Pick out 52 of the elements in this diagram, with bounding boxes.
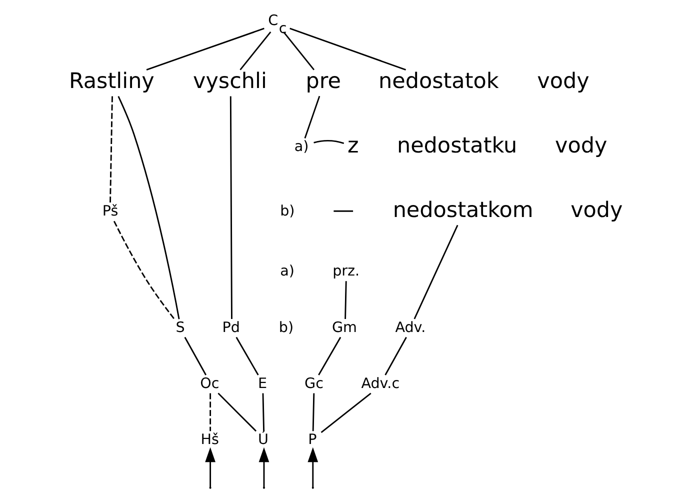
connector: [235, 336, 258, 375]
connector: [312, 392, 314, 431]
arrow: [204, 446, 215, 487]
label: nedostatku: [396, 133, 517, 158]
node-text: Adv.: [394, 319, 426, 336]
connector: [318, 336, 341, 375]
connector: [413, 224, 458, 319]
node-text: nedostatok: [378, 68, 498, 94]
label: —: [332, 198, 354, 223]
node-text: P: [308, 431, 316, 448]
node-text: Gm: [331, 319, 356, 336]
connector: [217, 392, 256, 432]
connector: [344, 280, 346, 318]
connector: [109, 96, 112, 202]
node-text: nedostatkom: [392, 198, 533, 223]
connector: [112, 220, 174, 319]
node-text: a): [294, 138, 308, 155]
label: vody: [536, 68, 589, 94]
node-text: Adv.c: [360, 375, 400, 392]
node-text: Oc: [200, 375, 219, 392]
label: b): [278, 319, 294, 336]
connector: [229, 96, 232, 319]
connector: [209, 392, 211, 431]
connector: [313, 139, 344, 144]
node-text: Pd: [222, 319, 240, 336]
label: a): [280, 263, 294, 280]
node-text: vyschli: [192, 68, 266, 94]
connector: [384, 336, 406, 375]
node-text: pre: [305, 68, 340, 94]
connector: [289, 27, 406, 70]
node-text: Ú: [258, 431, 268, 448]
node-text: Pš: [102, 203, 118, 219]
node-text: E: [258, 375, 267, 392]
connector: [262, 392, 264, 431]
arrow: [258, 446, 269, 487]
connector: [304, 95, 320, 138]
connector: [239, 31, 271, 70]
arrow: [307, 446, 318, 487]
connector: [184, 336, 206, 375]
node-text: Rastliny: [68, 68, 154, 94]
label: vody: [554, 133, 607, 158]
node-text: Hš: [200, 431, 218, 448]
node-text: prz.: [332, 263, 360, 280]
connector: [146, 27, 264, 70]
connector: [117, 95, 180, 319]
node-text: Gc: [304, 375, 323, 392]
connector: [282, 31, 314, 70]
node-text: S: [175, 319, 184, 336]
node-text: z: [346, 133, 358, 158]
label: b): [280, 203, 294, 219]
label: vody: [570, 198, 622, 223]
connector: [320, 392, 371, 433]
